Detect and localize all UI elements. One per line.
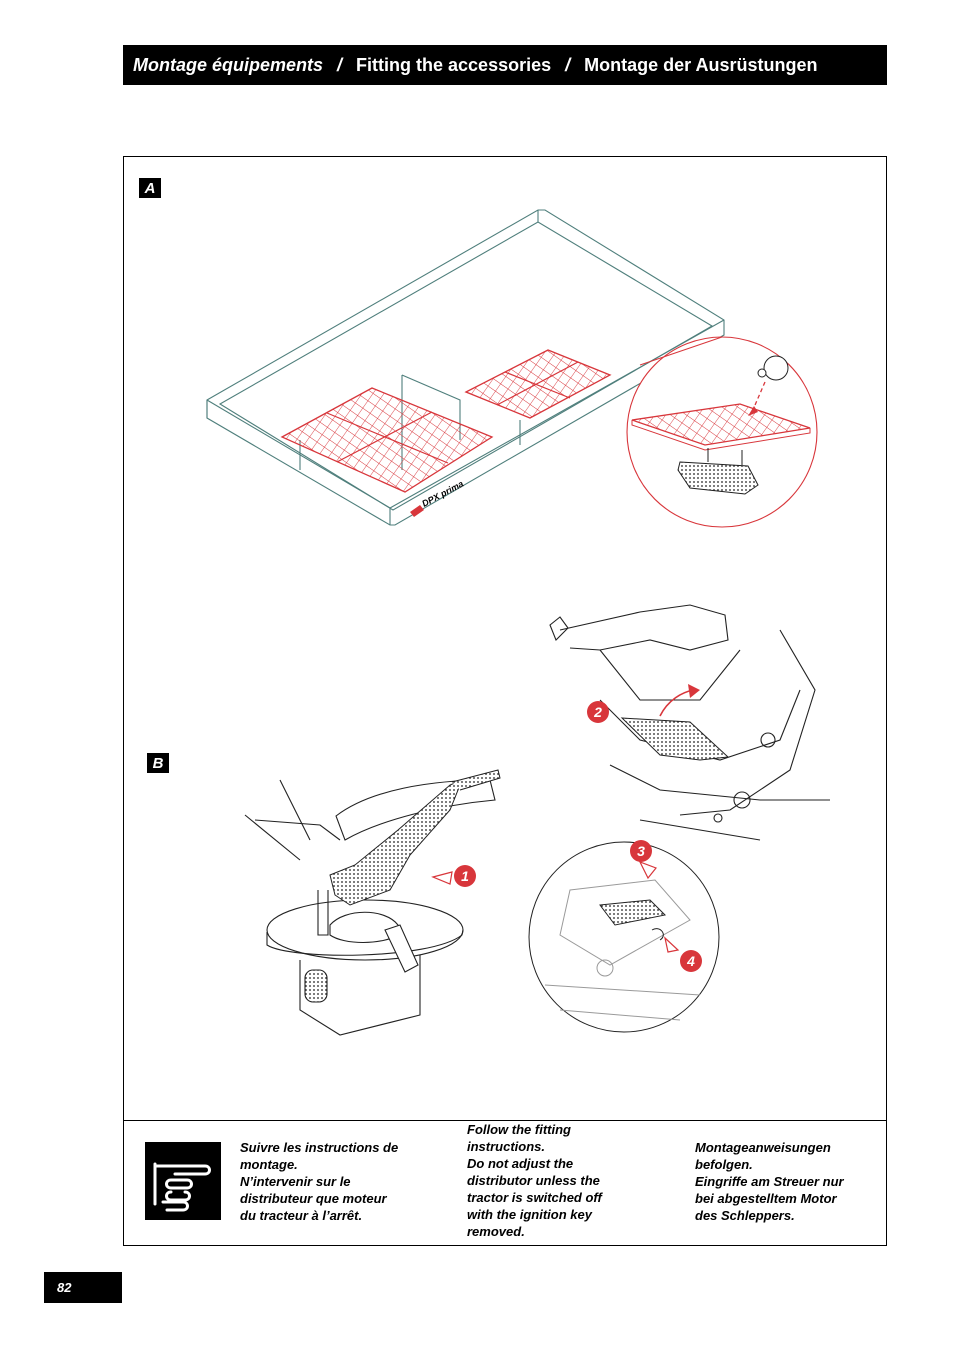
step-marker-3: 3 [630, 840, 657, 880]
grille-detail-circle [626, 336, 818, 528]
note-en-line: distributor unless the [467, 1173, 600, 1188]
note-de-line: Eingriffe am Streuer nur [695, 1174, 844, 1189]
step-number-4: 4 [686, 953, 695, 969]
note-fr-line: montage. [240, 1157, 298, 1172]
note-de-line: Montageanweisungen [695, 1140, 831, 1155]
note-de-line: befolgen. [695, 1157, 753, 1172]
lever-detail-circle [528, 841, 720, 1033]
lever-arm-1 [329, 769, 501, 906]
note-en-line: Do not adjust the [467, 1156, 574, 1171]
step-marker-4: 4 [664, 936, 702, 972]
header-title-de: Montage der Ausrüstungen [584, 54, 818, 75]
notes-divider [123, 1120, 887, 1121]
spinner-disc-illustration [244, 779, 496, 1036]
step-marker-1: 1 [431, 865, 476, 887]
step-marker-2: 2 [587, 701, 609, 723]
header-separator-2: / [565, 54, 571, 75]
header-title-en: Fitting the accessories [356, 54, 552, 75]
content-frame [123, 156, 887, 1246]
hopper-grille-front [280, 387, 494, 493]
note-fr-line: N’intervenir sur le [240, 1174, 351, 1189]
step-number-2: 2 [593, 704, 602, 720]
note-de-line: des Schleppers. [695, 1208, 795, 1223]
step-number-3: 3 [637, 843, 645, 859]
note-german: Montageanweisungen befolgen. Eingriffe a… [695, 1139, 844, 1224]
page-number: 82 [44, 1272, 122, 1303]
note-en-line: removed. [467, 1224, 525, 1239]
note-english: Follow the fitting instructions. Do not … [467, 1121, 602, 1240]
pointing-hand-icon [145, 1142, 221, 1220]
header-title-fr: Montage équipements [133, 54, 324, 75]
step-number-1: 1 [461, 868, 469, 884]
note-en-line: with the ignition key [467, 1207, 592, 1222]
page-header: Montage équipements / Fitting the access… [123, 45, 887, 85]
header-separator-1: / [337, 54, 343, 75]
note-fr-line: du tracteur à l’arrêt. [240, 1208, 363, 1223]
note-en-line: instructions. [467, 1139, 546, 1154]
figure-label-b: B [147, 753, 169, 773]
note-en-line: tractor is switched off [467, 1190, 602, 1205]
note-fr-line: distributeur que moteur [240, 1191, 387, 1206]
hopper-grille-rear [464, 349, 612, 419]
adjustment-plate-2 [620, 684, 730, 761]
note-french: Suivre les instructions de montage. N’in… [240, 1139, 398, 1224]
note-en-line: Follow the fitting [467, 1122, 571, 1137]
distributor-upper-illustration [549, 604, 830, 841]
figure-label-a: A [139, 178, 161, 198]
note-fr-line: Suivre les instructions de [240, 1140, 399, 1155]
note-de-line: bei abgestelltem Motor [695, 1191, 837, 1206]
